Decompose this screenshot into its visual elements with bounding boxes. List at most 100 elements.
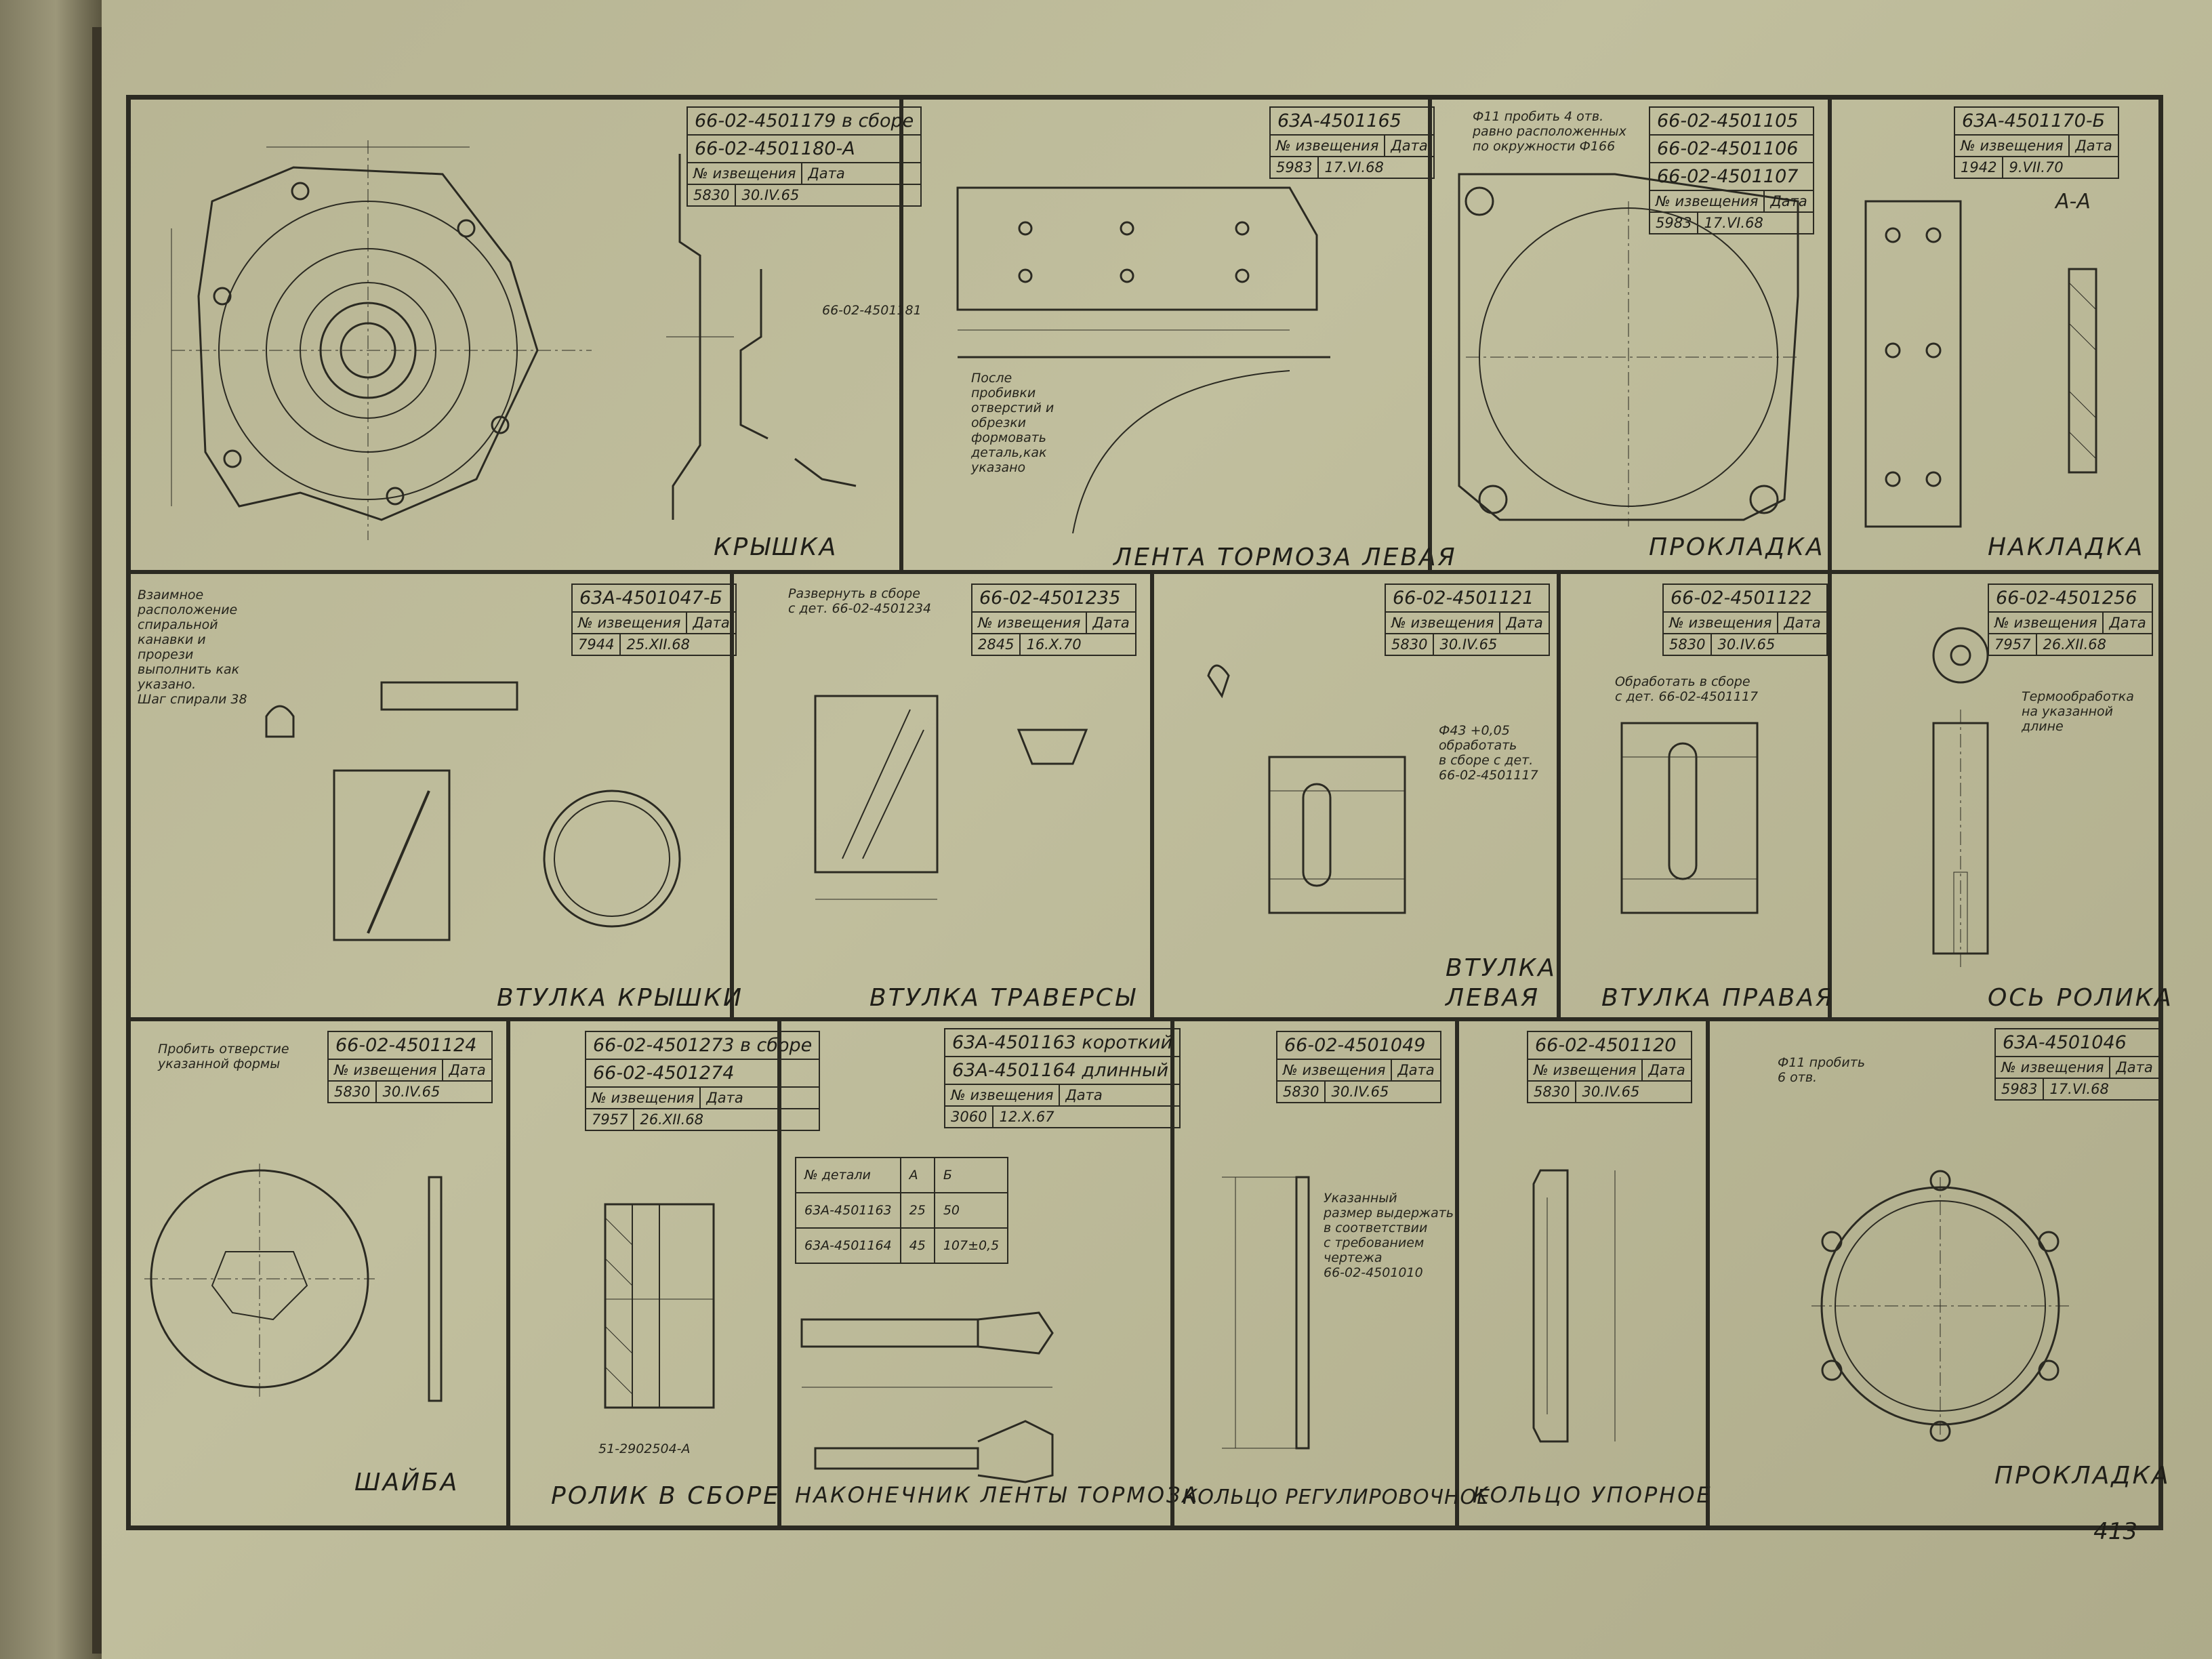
kryshka-title: КРЫШКА	[714, 533, 838, 561]
nakonechnik-doc-table: 63А-4501163 короткий 63А-4501164 длинный…	[944, 1028, 1181, 1128]
date-header: Дата	[1384, 136, 1433, 156]
date-header: Дата	[1086, 613, 1134, 633]
kolco-upor-title: КОЛЬЦО УПОРНОЕ	[1473, 1482, 1713, 1508]
date-value: 26.XII.68	[633, 1109, 709, 1130]
vtulka-kryshki-drawing	[232, 655, 707, 981]
doc-number: 63А-4501047-Б	[579, 588, 723, 609]
notice-value: 2845	[978, 636, 1015, 653]
date-value: 17.VI.68	[1317, 157, 1389, 178]
kryshka-drawing	[158, 127, 646, 547]
notice-value: 7957	[592, 1111, 628, 1128]
lenta-title: ЛЕНТА ТОРМОЗА ЛЕВАЯ	[1113, 544, 1457, 571]
notice-value: 5830	[1283, 1084, 1319, 1100]
nakonechnik-drawing	[795, 1306, 1161, 1496]
os-rolika-title: ОСЬ РОЛИКА	[1988, 984, 2173, 1012]
vtulka-traversy-note: Развернуть в сборе с дет. 66-02-4501234	[788, 586, 932, 616]
doc-number: 63А-4501046	[2003, 1032, 2127, 1053]
date-value: 30.IV.65	[375, 1082, 445, 1102]
cell-rolik: 66-02-4501273 в сборе 66-02-4501274 № из…	[508, 1019, 821, 1528]
table-cell: 25	[899, 1192, 935, 1229]
doc-number: 66-02-4501235	[979, 588, 1121, 609]
prokladka1-note: Ф11 пробить 4 отв. равно расположенных п…	[1473, 109, 1626, 154]
doc-number: 66-02-4501274	[593, 1063, 735, 1084]
date-header: Дата	[1391, 1060, 1439, 1080]
vtulka-levaya-title: ВТУЛКА ЛЕВАЯ	[1446, 954, 1557, 1012]
date-value: 26.XII.68	[2036, 634, 2112, 655]
notice-value: 5830	[334, 1084, 371, 1100]
notice-value: 7957	[1994, 636, 2031, 653]
notice-value: 5830	[1391, 636, 1428, 653]
nakladka-section-label: А-А	[2055, 190, 2091, 213]
notice-header: № извещения	[693, 165, 796, 182]
kryshka-note: 66-02-4501181	[822, 303, 922, 318]
rolik-title: РОЛИК В СБОРЕ	[551, 1482, 781, 1510]
notice-header: № извещения	[578, 615, 681, 631]
notice-header: № извещения	[334, 1062, 437, 1078]
date-value: 30.IV.65	[1575, 1082, 1645, 1102]
date-header: Дата	[1499, 613, 1548, 633]
rolik-drawing	[537, 1177, 754, 1448]
date-value: 30.IV.65	[1711, 634, 1780, 655]
doc-number: 66-02-4501121	[1393, 588, 1534, 609]
nakladka-title: НАКЛАДКА	[1988, 533, 2145, 561]
notice-header: № извещения	[978, 615, 1081, 631]
vtulka-levaya-drawing	[1181, 655, 1534, 967]
kolco-reg-note: Указанный размер выдержать в соответстви…	[1324, 1191, 1454, 1280]
cell-kryshka: 66-02-4501179 в сборе 66-02-4501180-А № …	[129, 98, 922, 572]
notice-value: 5830	[693, 187, 730, 203]
date-value: 12.X.67	[992, 1107, 1059, 1127]
doc-number: 66-02-4501122	[1671, 588, 1812, 609]
vtulka-pravaya-note: Обработать в сборе с дет. 66-02-4501117	[1615, 674, 1759, 704]
notice-value: 5830	[1534, 1084, 1570, 1100]
table-header: Б	[933, 1157, 1009, 1193]
date-header: Дата	[699, 1088, 748, 1108]
doc-number: 66-02-4501179 в сборе	[695, 110, 914, 131]
vtulka-pravaya-title: ВТУЛКА ПРАВАЯ	[1601, 984, 1835, 1012]
kolco-upor-drawing	[1479, 1143, 1696, 1455]
doc-number: 66-02-4501105	[1657, 110, 1799, 131]
notice-header: № извещения	[1276, 138, 1379, 154]
notice-header: № извещения	[1283, 1062, 1386, 1078]
page-number: 413	[2093, 1518, 2137, 1545]
book-left-page	[0, 0, 102, 1659]
table-header: № детали	[795, 1157, 901, 1193]
date-value: 9.VII.70	[2002, 157, 2068, 178]
date-header: Дата	[1059, 1085, 1107, 1105]
lenta-drawing	[937, 154, 1344, 547]
shaiba-note: Пробить отверстие указанной формы	[158, 1042, 289, 1071]
rolik-note: 51-2902504-А	[598, 1441, 691, 1456]
kryshka-doc-table: 66-02-4501179 в сборе 66-02-4501180-А № …	[687, 106, 922, 207]
date-header: Дата	[1763, 191, 1812, 211]
notice-header: № извещения	[1994, 615, 2097, 631]
date-header: Дата	[686, 613, 735, 633]
date-value: 30.IV.65	[735, 185, 804, 205]
table-cell: 50	[933, 1192, 1009, 1229]
date-value: 25.XII.68	[619, 634, 695, 655]
prokladka1-doc-table: 66-02-4501105 66-02-4501106 66-02-450110…	[1649, 106, 1814, 234]
table-cell: 63А-4501164	[795, 1227, 901, 1264]
drawing-page: 66-02-4501179 в сборе 66-02-4501180-А № …	[102, 0, 2212, 1659]
nakonechnik-title: НАКОНЕЧНИК ЛЕНТЫ ТОРМОЗА	[795, 1482, 1200, 1508]
notice-value: 3060	[951, 1109, 987, 1125]
prokladka1-drawing	[1446, 161, 1811, 540]
vtulka-traversy-title: ВТУЛКА ТРАВЕРСЫ	[869, 984, 1137, 1012]
vtulka-pravaya-drawing	[1581, 696, 1811, 967]
nakladka-drawing	[1852, 188, 2137, 540]
